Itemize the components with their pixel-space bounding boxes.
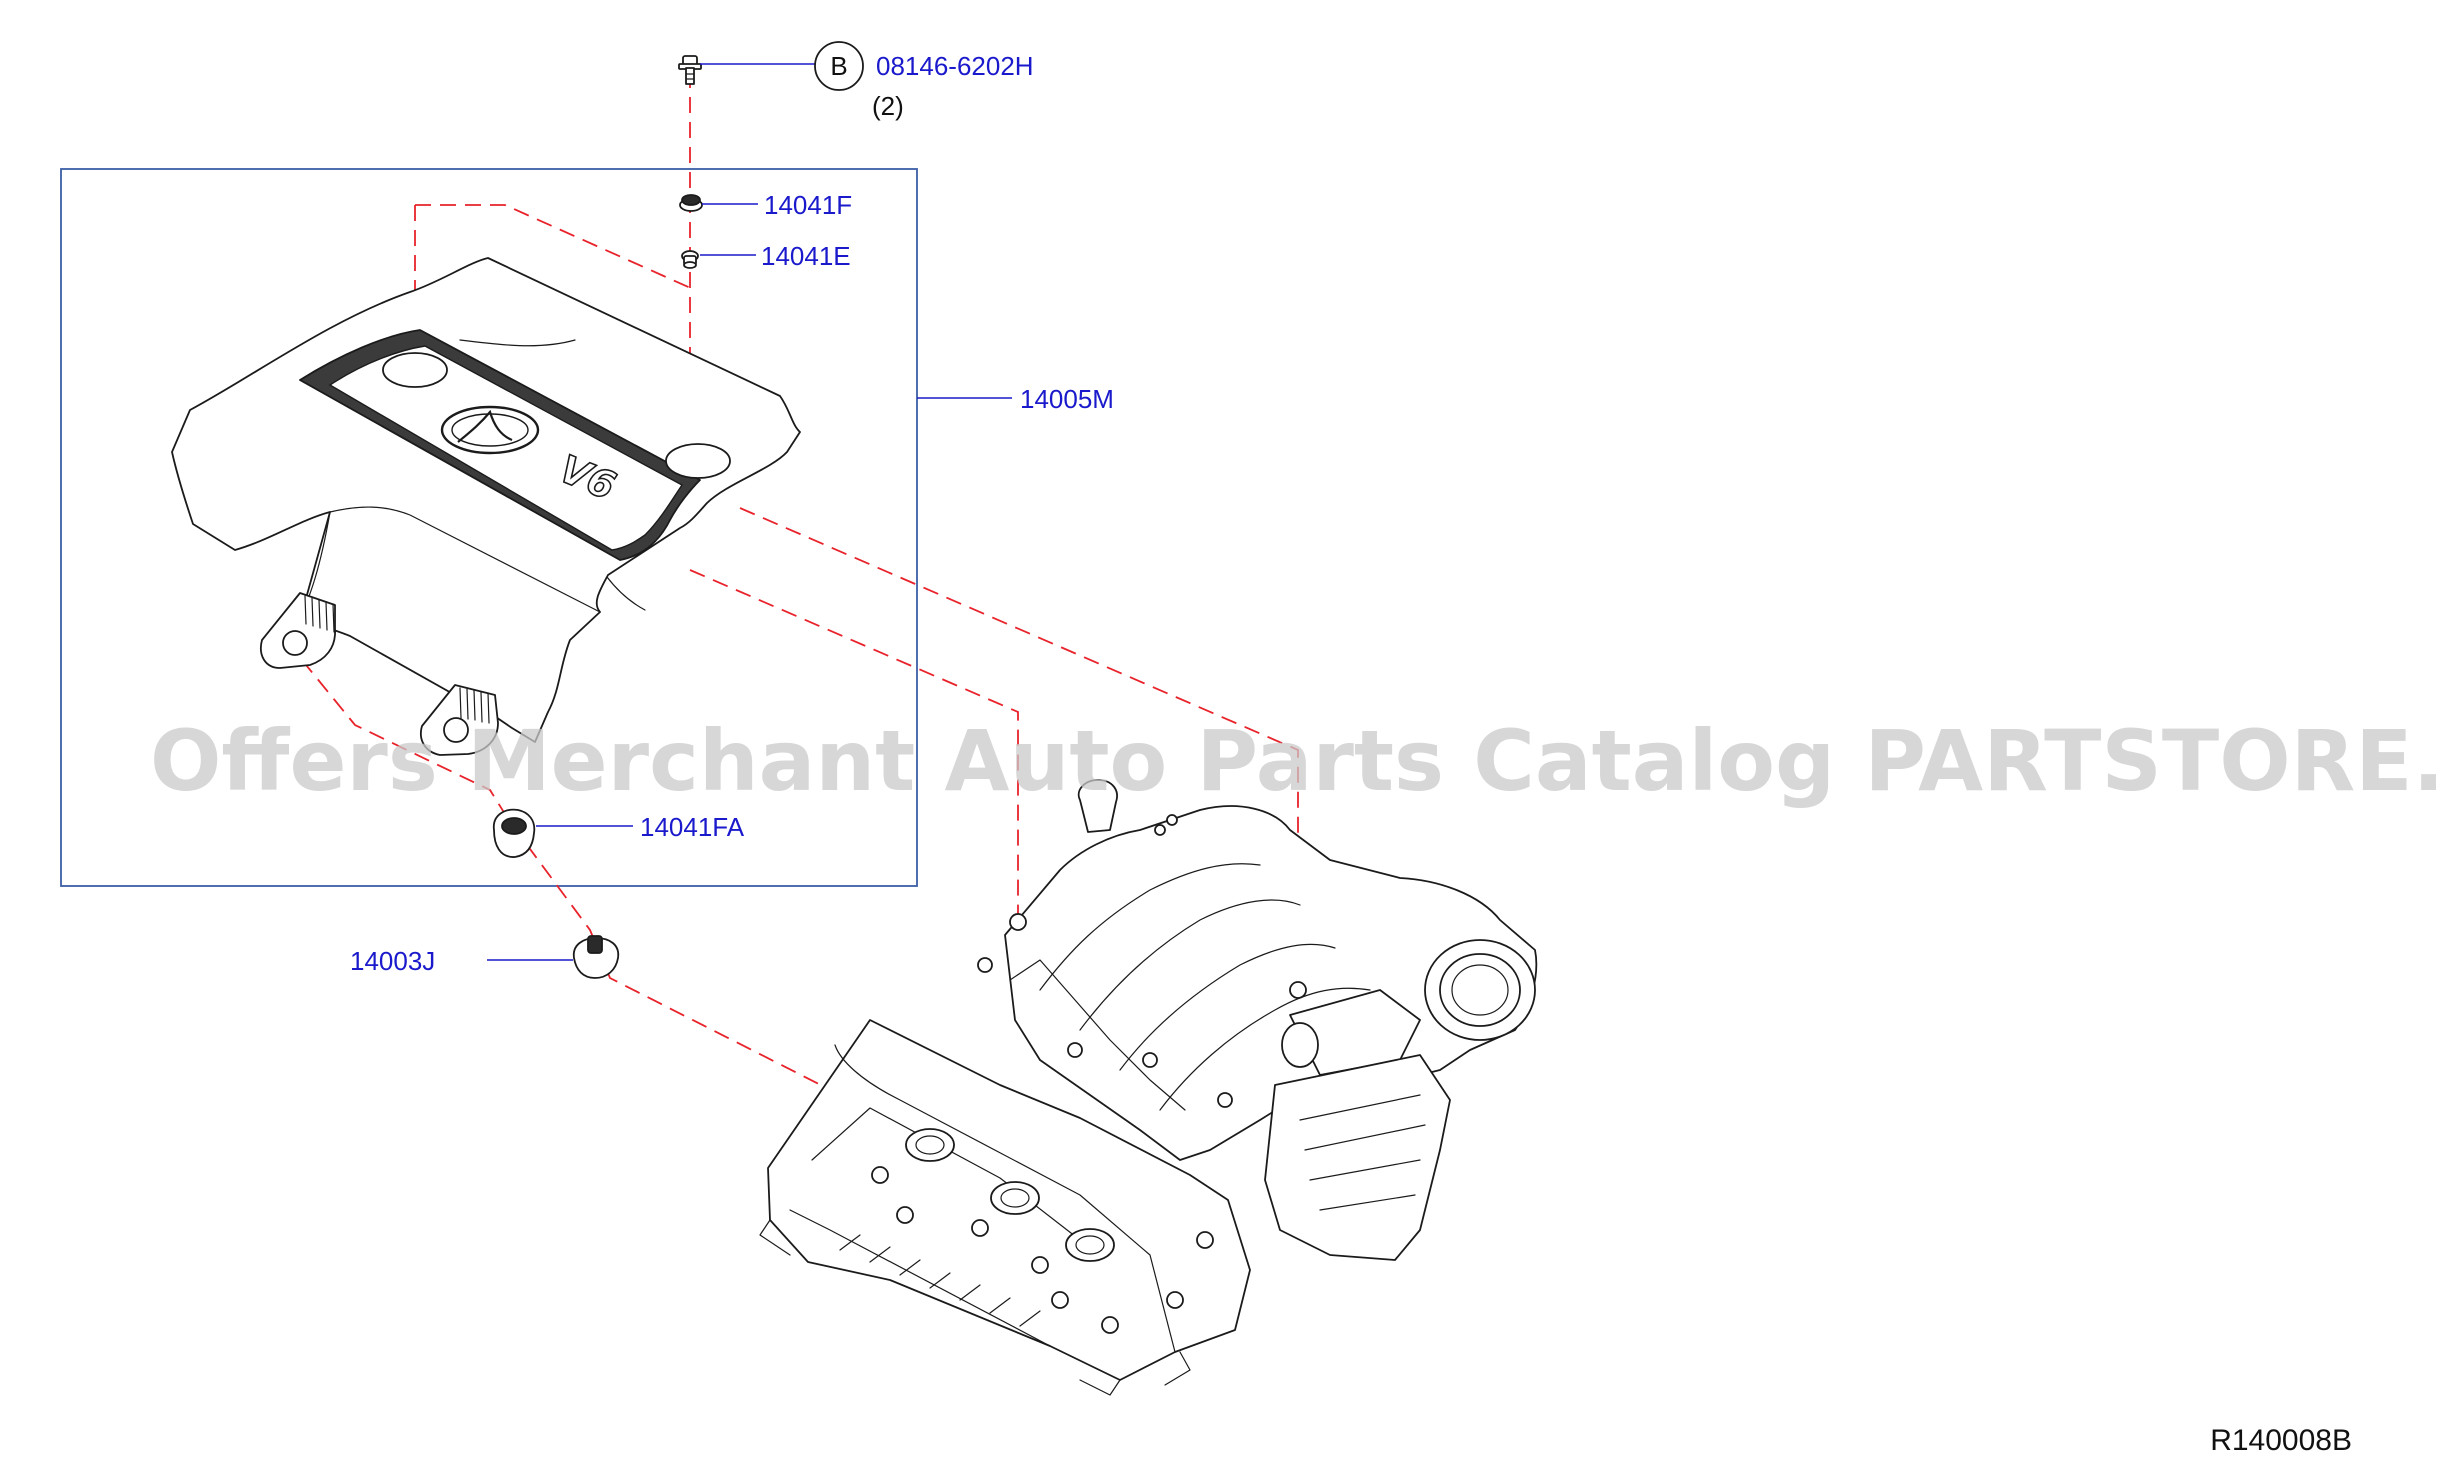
throttle-body xyxy=(1424,939,1536,1041)
bolt-quantity: (2) xyxy=(872,91,904,121)
callout-b-letter: B xyxy=(830,51,847,81)
part-number-clip[interactable]: 14003J xyxy=(350,946,435,976)
infiniti-logo-icon xyxy=(440,405,540,455)
grommet-14041fa[interactable] xyxy=(493,808,536,858)
bolt-08146-6202h[interactable] xyxy=(678,55,702,85)
part-number-engine-cover[interactable]: 14005M xyxy=(1020,384,1114,414)
engine-assembly xyxy=(759,779,1538,1396)
cover-assembly-frame xyxy=(60,168,918,887)
diagram-reference: R140008B xyxy=(2210,1424,2352,1457)
callout-b-circle xyxy=(814,41,864,91)
part-number-grommet-bottom[interactable]: 14041FA xyxy=(640,812,745,842)
part-number-bolt[interactable]: 08146-6202H xyxy=(876,51,1034,81)
washer-14041f[interactable] xyxy=(679,194,703,212)
clip-14003j[interactable] xyxy=(572,935,620,979)
part-number-grommet-top[interactable]: 14041E xyxy=(761,241,851,271)
grommet-14041e[interactable] xyxy=(681,250,699,269)
engine-cover-14005m[interactable]: V6 xyxy=(171,257,801,756)
part-number-washer-top[interactable]: 14041F xyxy=(764,190,852,220)
spark-plug-holes xyxy=(871,1128,1214,1334)
watermark-text: Offers Merchant Auto Parts Catalog PARTS… xyxy=(150,712,2439,810)
